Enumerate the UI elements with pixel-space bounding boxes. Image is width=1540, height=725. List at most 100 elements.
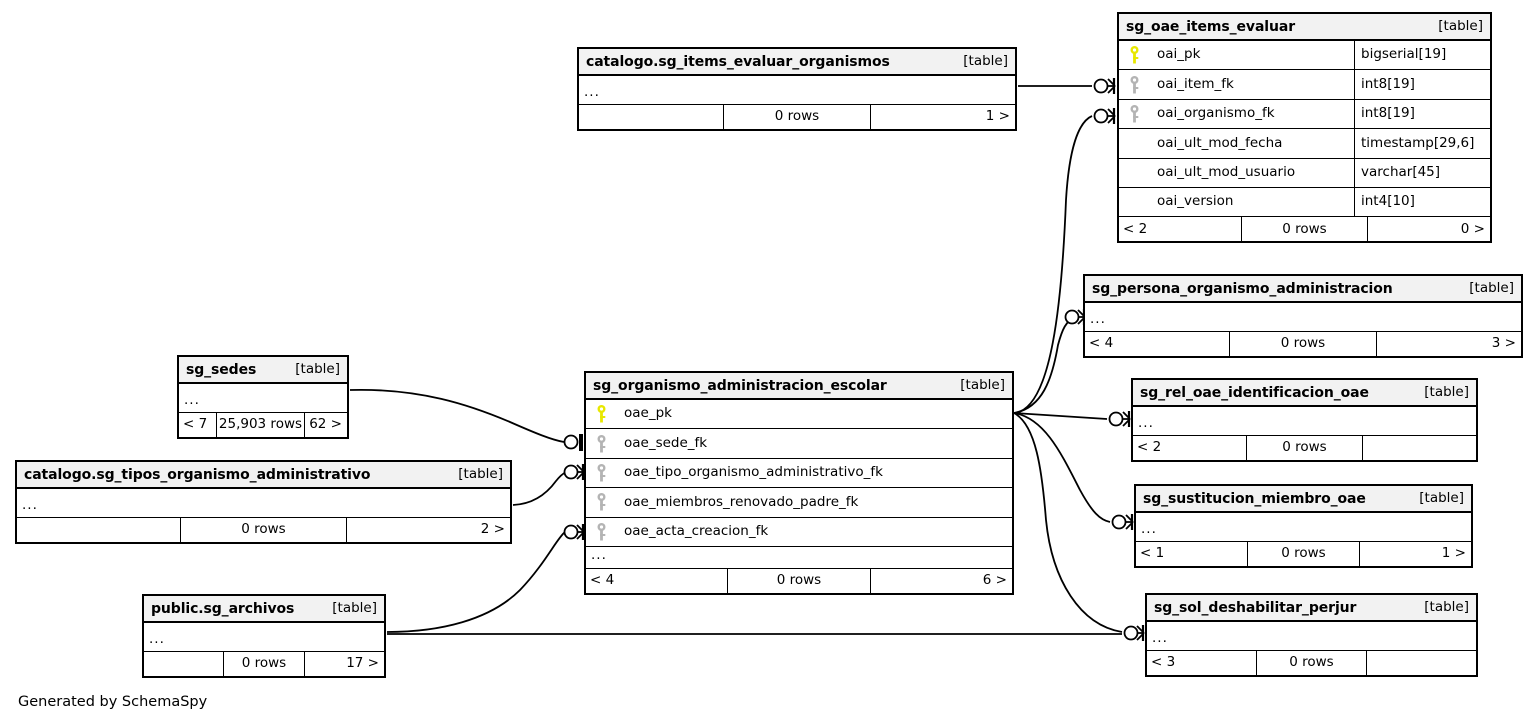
foreign-key-icon <box>586 522 616 541</box>
edge-tipos-to-oae-tipo <box>512 471 567 506</box>
column-name: oai_version <box>1157 195 1234 209</box>
table-title: sg_organismo_administracion_escolar <box>593 377 887 394</box>
footer-children-count: 1 > <box>1441 545 1466 562</box>
table-title: sg_sustitucion_miembro_oae <box>1143 490 1366 507</box>
footer-children-count: 1 > <box>985 108 1010 125</box>
table-column-oai_item_fk[interactable]: oai_item_fk int8[19] <box>1119 70 1490 100</box>
edge-oae-to-sustitucion <box>1013 412 1111 523</box>
column-type: timestamp[29,6] <box>1354 129 1490 158</box>
table-box-catalogo_sg_items_evaluar_organismos[interactable]: catalogo.sg_items_evaluar_organismos [tab… <box>577 47 1017 131</box>
table-box-sg_organismo_administracion_escolar[interactable]: sg_organismo_administracion_escolar [tabl… <box>584 371 1014 595</box>
footer-parents-count: < 7 <box>183 416 208 433</box>
table-title: sg_persona_organismo_administracion <box>1092 280 1393 297</box>
table-footer-sg_rel_oae_identificacion_oae: < 2 0 rows <box>1133 436 1476 460</box>
table-box-sg_persona_organismo_administracion[interactable]: sg_persona_organismo_administracion [tabl… <box>1083 274 1523 358</box>
footer-row-count: 0 rows <box>1255 651 1368 675</box>
footer-row-count: 0 rows <box>722 105 872 129</box>
table-column-oai_pk[interactable]: oai_pk bigserial[19] <box>1119 41 1490 71</box>
table-column-oae_tipo_organismo_administrativo_fk[interactable]: oae_tipo_organismo_administrativo_fk <box>586 459 1012 489</box>
table-type-tag: [table] <box>1419 489 1464 506</box>
footer-children-count: 0 > <box>1460 220 1485 237</box>
table-footer-sg_oae_items_evaluar: < 2 0 rows 0 > <box>1119 217 1490 242</box>
table-type-tag: [table] <box>1469 279 1514 296</box>
table-more-columns-ellipsis: ... <box>179 384 347 413</box>
table-header-sg_persona_organismo_administracion: sg_persona_organismo_administracion [tabl… <box>1085 276 1521 303</box>
footer-children-count: 3 > <box>1491 335 1516 352</box>
table-column-oae_acta_creacion_fk[interactable]: oae_acta_creacion_fk <box>586 518 1012 547</box>
footer-row-count: 0 rows <box>1246 436 1363 460</box>
table-more-columns-ellipsis: ... <box>1085 303 1521 332</box>
foreign-key-icon <box>586 434 616 453</box>
column-type: int8[19] <box>1354 70 1490 99</box>
table-header-sg_oae_items_evaluar: sg_oae_items_evaluar[table] <box>1119 14 1490 41</box>
footer-row-count: 0 rows <box>1241 217 1368 242</box>
table-header-sg_rel_oae_identificacion_oae: sg_rel_oae_identificacion_oae[table] <box>1133 380 1476 407</box>
column-name: oae_pk <box>624 407 672 421</box>
footer-children-count <box>1363 436 1476 460</box>
column-name: oai_item_fk <box>1157 77 1234 92</box>
foreign-key-icon <box>1119 75 1149 94</box>
table-title: catalogo.sg_tipos_organismo_administrati… <box>24 466 371 483</box>
table-title: sg_oae_items_evaluar <box>1126 18 1296 35</box>
table-type-tag: [table] <box>332 599 377 616</box>
table-box-sg_oae_items_evaluar[interactable]: sg_oae_items_evaluar[table] oai_pk bigseri… <box>1117 12 1492 244</box>
table-column-oae_sede_fk[interactable]: oae_sede_fk <box>586 429 1012 459</box>
table-more-columns-ellipsis: ... <box>586 547 1012 569</box>
column-name: oae_tipo_organismo_administrativo_fk <box>624 466 883 480</box>
footer-parents-count: < 4 <box>590 572 615 589</box>
footer-parents-count <box>579 105 723 129</box>
column-type: bigserial[19] <box>1354 41 1490 70</box>
table-more-columns-ellipsis: ... <box>17 489 510 518</box>
footer-parents-count: < 4 <box>1089 335 1114 352</box>
column-name: oae_sede_fk <box>624 436 708 451</box>
column-name: oai_pk <box>1157 48 1201 62</box>
foreign-key-icon <box>586 493 616 511</box>
table-footer-sg_organismo_administracion_escolar: < 4 0 rows 6 > <box>586 568 1012 593</box>
table-type-tag: [table] <box>963 52 1008 69</box>
table-type-tag: [table] <box>960 376 1005 393</box>
column-name: oae_miembros_renovado_padre_fk <box>624 495 859 510</box>
table-column-oai_organismo_fk[interactable]: oai_organismo_fk int8[19] <box>1119 99 1490 130</box>
footer-children-count <box>1367 651 1476 675</box>
table-footer-catalogo_sg_items_evaluar_organismos: 0 rows 1 > <box>579 105 1015 129</box>
table-box-catalogo_sg_tipos_organismo_administrativo[interactable]: catalogo.sg_tipos_organismo_administrati… <box>15 460 512 544</box>
table-type-tag: [table] <box>1424 598 1469 615</box>
table-title: sg_sedes <box>186 361 257 378</box>
table-more-columns-ellipsis: ... <box>1136 513 1471 542</box>
table-column-oae_pk[interactable]: oae_pk <box>586 400 1012 430</box>
footer-parents-count <box>17 518 180 542</box>
footer-parents-count: < 2 <box>1137 439 1162 456</box>
table-column-oae_miembros_renovado_padre_fk[interactable]: oae_miembros_renovado_padre_fk <box>586 488 1012 518</box>
table-header-sg_sedes: sg_sedes[table] <box>179 357 347 384</box>
footer-parents-count: < 2 <box>1123 220 1148 237</box>
table-title: catalogo.sg_items_evaluar_organismos <box>586 53 890 70</box>
column-type: int8[19] <box>1354 99 1490 129</box>
table-title: sg_sol_deshabilitar_perjur <box>1154 599 1357 616</box>
footer-row-count: 0 rows <box>1246 542 1361 566</box>
footer-children-count: 17 > <box>346 655 379 672</box>
table-box-sg_rel_oae_identificacion_oae[interactable]: sg_rel_oae_identificacion_oae[table]...<… <box>1131 378 1478 462</box>
table-header-public_sg_archivos: public.sg_archivos[table] <box>144 596 384 623</box>
table-more-columns-ellipsis: ... <box>1133 407 1476 436</box>
table-header-catalogo_sg_tipos_organismo_administrativo: catalogo.sg_tipos_organismo_administrati… <box>17 462 510 489</box>
primary-key-icon <box>1119 46 1149 64</box>
primary-key-icon <box>586 405 616 423</box>
column-name: oae_acta_creacion_fk <box>624 525 769 539</box>
column-name: oai_organismo_fk <box>1157 107 1275 121</box>
column-type: varchar[45] <box>1354 158 1490 187</box>
footer-row-count: 0 rows <box>726 568 872 593</box>
footer-children-count: 6 > <box>982 572 1007 589</box>
table-type-tag: [table] <box>1424 383 1469 400</box>
